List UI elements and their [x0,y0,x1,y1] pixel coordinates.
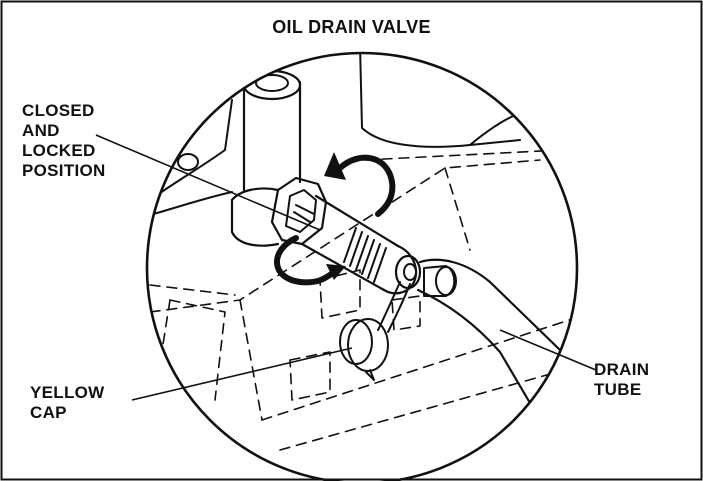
closed-locked-position-label: CLOSED AND LOCKED POSITION [22,101,106,180]
yellow-cap-label: YELLOW CAP [30,383,105,422]
detail-view [149,53,577,451]
diagram-title: OIL DRAIN VALVE [272,17,431,37]
drain-tube-label: DRAIN TUBE [594,360,650,399]
drain-tube-leader [499,329,597,371]
detail-circle [145,51,579,481]
closed-locked-leader [95,134,321,231]
yellow-cap-leader [131,347,353,401]
